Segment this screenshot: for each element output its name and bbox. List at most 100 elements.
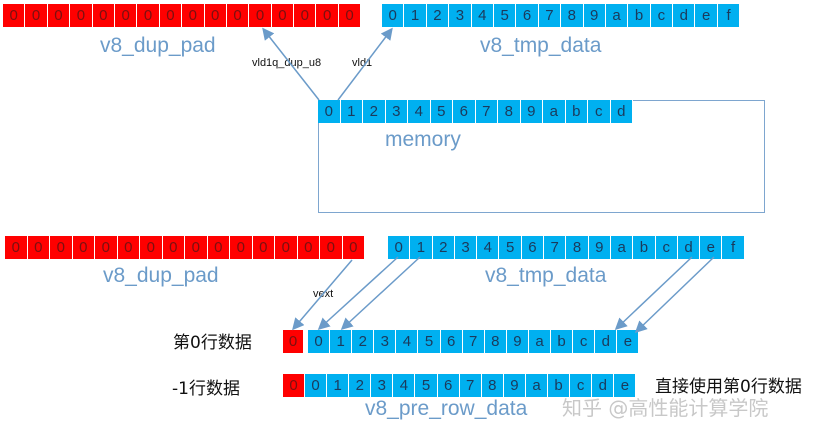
cell: 2 [432, 236, 455, 259]
cell: f [722, 236, 745, 259]
cell: 3 [371, 374, 394, 397]
cell: 0 [305, 374, 328, 397]
memory-label: memory [385, 128, 461, 151]
cell: 0 [318, 100, 341, 123]
cell: c [655, 236, 678, 259]
cell: 4 [408, 100, 431, 123]
cell: 0 [95, 236, 118, 259]
cell: 1 [327, 374, 350, 397]
cell: 8 [498, 100, 521, 123]
cell: 3 [374, 330, 397, 353]
cell: 1 [410, 236, 433, 259]
cell: 7 [459, 374, 482, 397]
cell: 0 [207, 236, 230, 259]
cell: c [650, 4, 674, 27]
cell: 0 [5, 236, 28, 259]
cell: a [543, 100, 566, 123]
cell: 0 [308, 330, 331, 353]
cell: 9 [588, 236, 611, 259]
cell: a [610, 236, 634, 259]
cell: 0 [388, 236, 411, 259]
cell: 0 [92, 4, 115, 27]
cell: c [588, 100, 611, 123]
cell: d [673, 4, 696, 27]
cell: 0 [72, 236, 95, 259]
cell: b [633, 236, 656, 259]
watermark: 知乎 @高性能计算学院 [562, 396, 769, 420]
cell: c [573, 330, 596, 353]
vld1q-dup-label: vld1q_dup_u8 [252, 57, 322, 69]
cell: 0 [47, 4, 71, 27]
cell: 1 [340, 100, 363, 123]
cell: 0 [70, 4, 93, 27]
row0-label: 第0行数据 [173, 333, 252, 353]
cell: 7 [538, 4, 562, 27]
cell: 8 [481, 374, 504, 397]
cell: 0 [297, 236, 320, 259]
cell: 0 [185, 236, 208, 259]
row-minus1-note: 直接使用第0行数据 [655, 377, 802, 397]
cell: e [617, 330, 640, 353]
cell: 4 [396, 330, 419, 353]
cell: a [525, 374, 549, 397]
cell: d [592, 374, 615, 397]
cell: e [700, 236, 723, 259]
cell: 7 [462, 330, 485, 353]
pad-cell: 0 [283, 330, 304, 353]
cell: 0 [316, 4, 339, 27]
cell: 5 [430, 100, 453, 123]
cell: b [565, 100, 588, 123]
cell: 0 [230, 236, 253, 259]
bottom-tmp-data-label: v8_tmp_data [485, 264, 607, 287]
cell: 0 [50, 236, 73, 259]
cell: 0 [204, 4, 227, 27]
arrow-vext-d [614, 256, 693, 331]
cell: b [548, 374, 571, 397]
cell: 5 [415, 374, 438, 397]
cell: 2 [349, 374, 372, 397]
cell: 0 [162, 236, 185, 259]
cell: a [528, 330, 552, 353]
cell: 0 [338, 4, 362, 27]
cell: 9 [503, 374, 526, 397]
cell: 4 [393, 374, 416, 397]
cell: 5 [499, 236, 522, 259]
cell: 9 [583, 4, 606, 27]
cell: 2 [363, 100, 386, 123]
row0-pad-cell: 0 [283, 330, 304, 353]
cell: 6 [521, 236, 545, 259]
top-dup-pad-label: v8_dup_pad [100, 34, 216, 57]
cell: 0 [271, 4, 295, 27]
cell: 7 [544, 236, 567, 259]
cell: b [628, 4, 651, 27]
arrow-vld1 [337, 27, 393, 101]
cell: 1 [330, 330, 353, 353]
arrow-vext-pad [292, 259, 353, 331]
arrow-vext-0 [317, 256, 399, 331]
cell: 8 [561, 4, 584, 27]
cell: 0 [342, 236, 365, 259]
cell: 6 [516, 4, 539, 27]
arrow-vld1q-dup [262, 27, 320, 101]
cell: f [717, 4, 741, 27]
cell: 0 [382, 4, 405, 27]
cell: 0 [252, 236, 275, 259]
cell: 4 [471, 4, 494, 27]
cell: 9 [506, 330, 529, 353]
cell: 0 [117, 236, 140, 259]
cell: 6 [440, 330, 463, 353]
cell: 0 [159, 4, 183, 27]
vld1-label: vld1 [352, 57, 373, 69]
cell: 9 [520, 100, 543, 123]
cell: 3 [449, 4, 472, 27]
cell: 0 [226, 4, 250, 27]
cell: 0 [140, 236, 163, 259]
cell: c [570, 374, 593, 397]
cell: d [610, 100, 633, 123]
cell: 8 [484, 330, 507, 353]
